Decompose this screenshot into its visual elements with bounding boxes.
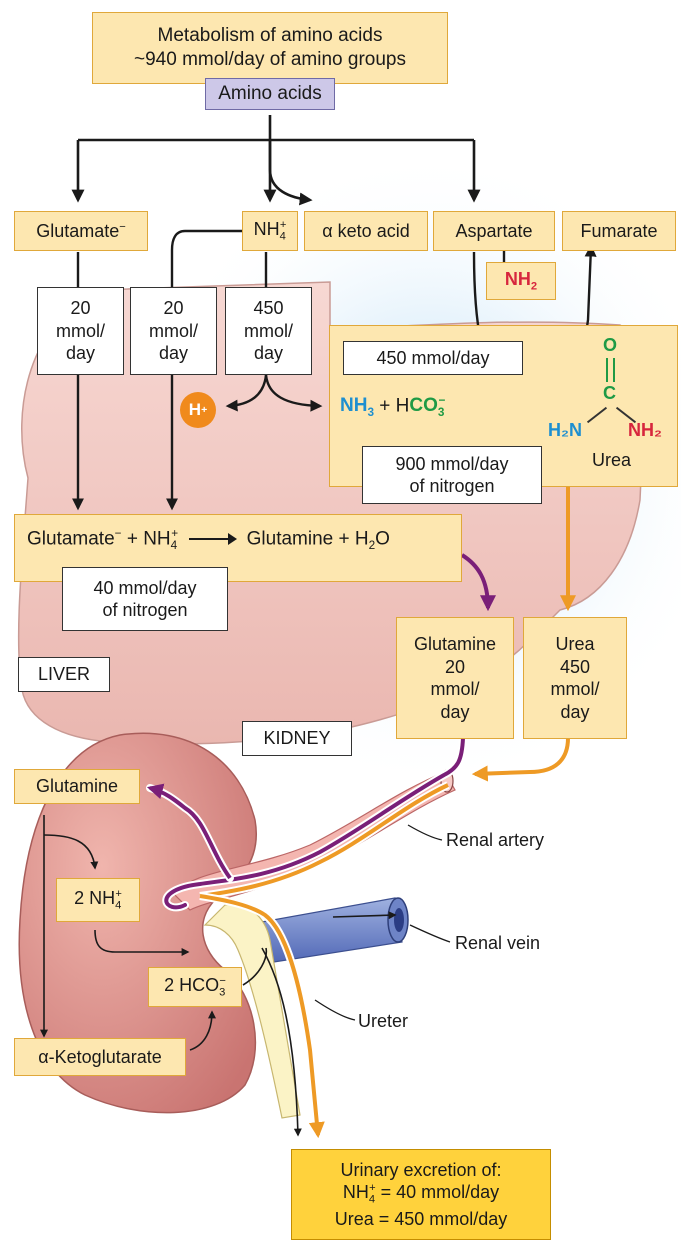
urea-transport-box: Urea 450 mmol/ day bbox=[523, 617, 627, 739]
ketoglutarate-label: α-Ketoglutarate bbox=[38, 1046, 162, 1067]
aspartate-label: Aspartate bbox=[455, 220, 533, 241]
excretion-title: Urinary excretion of: bbox=[340, 1159, 502, 1180]
excretion-urea: Urea = 450 mmol/day bbox=[334, 1208, 508, 1229]
ammonium-flux-period: day bbox=[158, 343, 189, 364]
excretion-ammonium: NH4+ = 40 mmol/day bbox=[342, 1182, 500, 1206]
label-leader-lines bbox=[314, 824, 451, 1021]
urea-transport-period: day bbox=[560, 701, 590, 722]
urea-cycle-flux-unit: mmol/ bbox=[244, 320, 293, 341]
ureter bbox=[203, 903, 301, 1119]
keto-acid-box: α keto acid bbox=[304, 211, 428, 251]
urinary-excretion-box: Urinary excretion of: NH4+ = 40 mmol/day… bbox=[291, 1149, 551, 1240]
kidney-ammonium-label: 2 NH4+ bbox=[74, 887, 122, 912]
ammonium-flux-box: 20 mmol/ day bbox=[130, 287, 217, 375]
urea-transport-name: Urea bbox=[555, 634, 595, 654]
liver-label-box: LIVER bbox=[18, 657, 110, 692]
urea-flux-box: 450 mmol/day bbox=[343, 341, 523, 375]
kidney-ammonium-box: 2 NH4+ bbox=[56, 878, 140, 922]
glutamate-flux-value: 20 bbox=[70, 298, 91, 319]
glutamine-transport-unit: mmol/ bbox=[430, 679, 480, 699]
urea-cycle-flux-box: 450 mmol/ day bbox=[225, 287, 312, 375]
amino-acids-box: Amino acids bbox=[205, 78, 335, 110]
fumarate-box: Fumarate bbox=[562, 211, 676, 251]
fumarate-label: Fumarate bbox=[580, 220, 658, 241]
urea-nitrogen-label: of nitrogen bbox=[409, 476, 495, 496]
renal-artery-label: Renal artery bbox=[446, 830, 545, 850]
urea-transport-value: 450 bbox=[559, 656, 591, 677]
urea-double-bond-right bbox=[613, 358, 615, 382]
glutamine-transport-box: Glutamine 20 mmol/ day bbox=[396, 617, 514, 739]
glutamine-nitrogen-amount: 40 mmol/day bbox=[93, 577, 197, 598]
glutamine-transport-value: 20 bbox=[444, 656, 466, 677]
glutamate-box: Glutamate− bbox=[14, 211, 148, 251]
plus-sign: + bbox=[379, 395, 391, 417]
ureter-label: Ureter bbox=[358, 1011, 409, 1031]
urea-transport-path bbox=[199, 487, 576, 1139]
urea-reactants: NH3 + HCO3− bbox=[340, 394, 445, 420]
glutamine-nitrogen-box: 40 mmol/day of nitrogen bbox=[62, 567, 228, 631]
urea-transport-unit: mmol/ bbox=[550, 679, 600, 699]
glutamine-transport-period: day bbox=[440, 701, 470, 722]
metabolism-header-box: Metabolism of amino acids ~940 mmol/day … bbox=[92, 12, 448, 84]
glutamate-flux-period: day bbox=[65, 343, 96, 364]
glutamate-label: Glutamate− bbox=[36, 220, 126, 241]
branch-arrows bbox=[71, 115, 481, 206]
aspartate-box: Aspartate bbox=[433, 211, 555, 251]
urea-carbon: C bbox=[603, 383, 616, 403]
urea-oxygen: O bbox=[603, 335, 618, 355]
ammonium-flux-value: 20 bbox=[163, 298, 184, 319]
urea-h2n: H₂N bbox=[548, 420, 582, 440]
glutamine-nitrogen-label: of nitrogen bbox=[102, 600, 188, 620]
aspartate-nh2-label: NH2 bbox=[504, 268, 538, 293]
reaction-arrow bbox=[189, 533, 238, 546]
kidney-label-box: KIDNEY bbox=[242, 721, 352, 756]
kidney-bicarbonate-label: 2 HCO3− bbox=[164, 974, 226, 999]
nh3-label: NH3 bbox=[340, 395, 374, 420]
amino-acids-label: Amino acids bbox=[218, 83, 322, 105]
urea-double-bond-left bbox=[606, 358, 608, 382]
aspartate-amino-box: NH2 bbox=[486, 262, 556, 300]
metabolism-title: Metabolism of amino acids bbox=[157, 25, 383, 47]
liver-label: LIVER bbox=[37, 664, 91, 685]
glutamine-synthesis-equation: Glutamate− + NH4+ Glutamine + H2O bbox=[27, 527, 390, 553]
kidney-shape bbox=[18, 732, 257, 1114]
kidney-glutamine-box: Glutamine bbox=[14, 769, 140, 804]
glutamine-transport-path bbox=[146, 553, 496, 912]
urea-nitrogen-box: 900 mmol/day of nitrogen bbox=[362, 446, 542, 504]
urea-flux-label: 450 mmol/day bbox=[376, 347, 490, 368]
urea-nitrogen-amount: 900 mmol/day bbox=[395, 453, 509, 474]
renal-vein-label: Renal vein bbox=[455, 933, 541, 953]
glutamate-flux-box: 20 mmol/ day bbox=[37, 287, 124, 375]
kidney-glutamine-label: Glutamine bbox=[35, 776, 119, 797]
glutamine-transport-name: Glutamine bbox=[413, 634, 497, 654]
kidney-bicarbonate-box: 2 HCO3− bbox=[148, 967, 242, 1007]
urea-nh2: NH₂ bbox=[628, 420, 662, 440]
ammonium-flux-unit: mmol/ bbox=[149, 320, 198, 341]
urea-name: Urea bbox=[592, 450, 632, 470]
bicarbonate-label: HCO3− bbox=[395, 394, 446, 420]
ammonium-box: NH4+ bbox=[242, 211, 298, 251]
urea-cycle-flux-value: 450 bbox=[253, 298, 284, 319]
kidney-label: KIDNEY bbox=[263, 728, 331, 749]
renal-vein-lumen bbox=[394, 908, 404, 932]
ketoglutarate-box: α-Ketoglutarate bbox=[14, 1038, 186, 1076]
glutamate-flux-unit: mmol/ bbox=[56, 320, 105, 341]
keto-acid-label: α keto acid bbox=[322, 220, 410, 241]
kidney-arrows bbox=[40, 815, 397, 1137]
h-plus-badge: H+ bbox=[180, 392, 216, 428]
urea-cycle-flux-period: day bbox=[253, 343, 284, 364]
ammonium-label: NH4+ bbox=[253, 218, 287, 243]
amino-group-flux: ~940 mmol/day of amino groups bbox=[134, 49, 406, 70]
